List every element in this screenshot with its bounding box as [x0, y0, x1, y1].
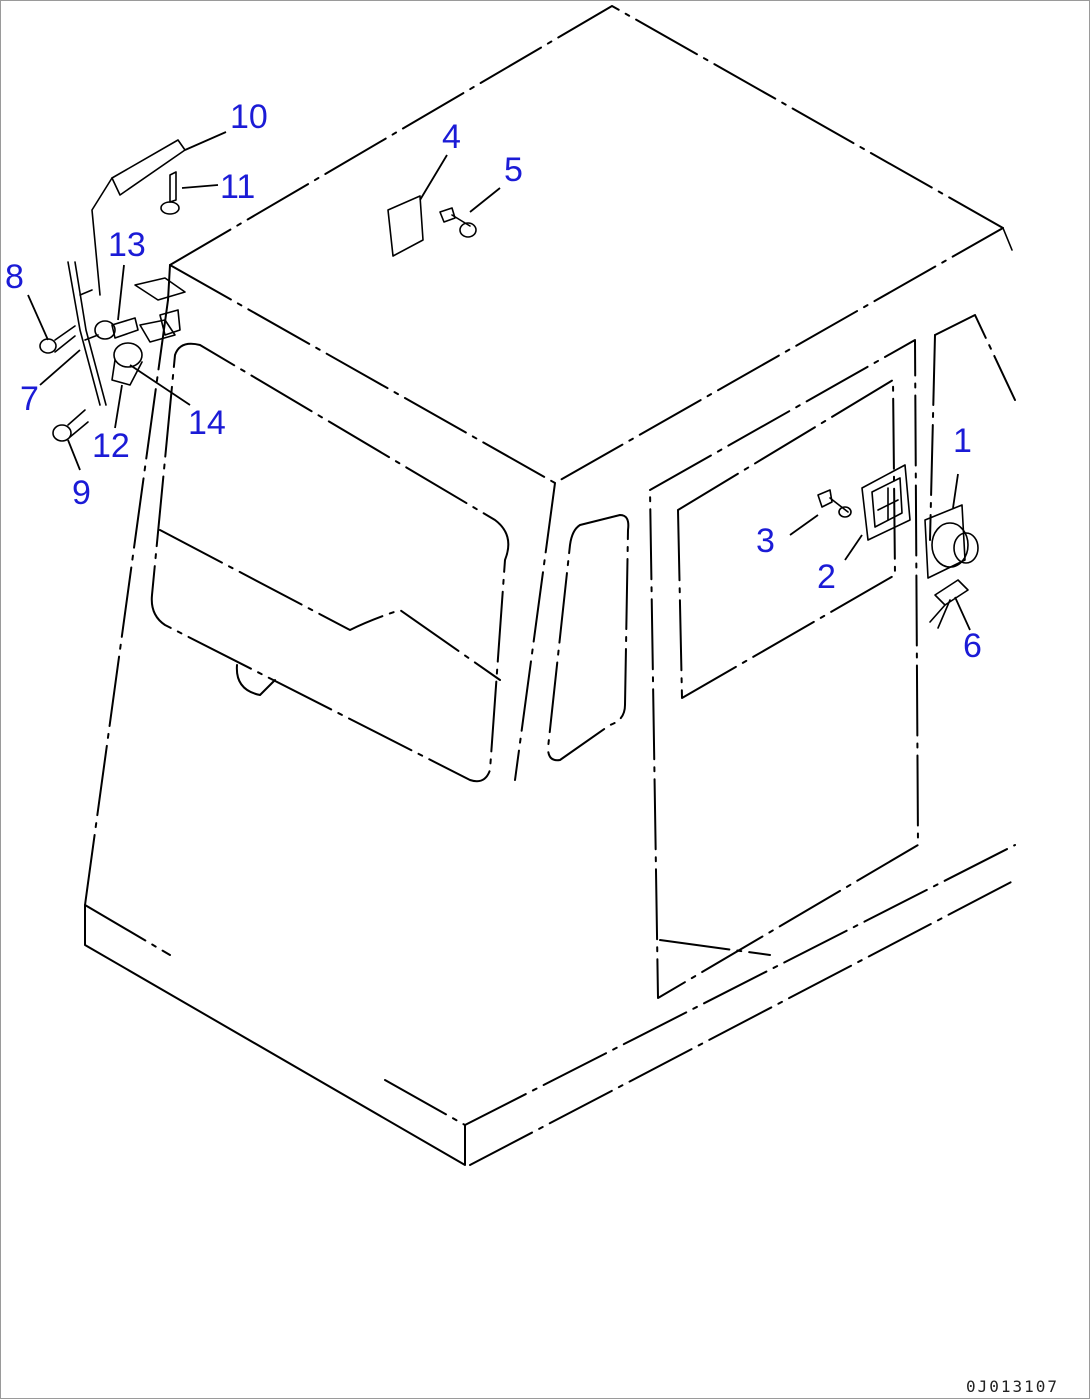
part-6-bracket [929, 579, 969, 629]
part-13-linkage [94, 317, 176, 343]
callout-10: 10 [230, 98, 268, 136]
callout-8: 8 [5, 258, 24, 296]
callout-5: 5 [504, 151, 523, 189]
part-14-bracket [134, 277, 186, 336]
part-10-wiper-blade [91, 139, 186, 296]
callout-12: 12 [92, 427, 130, 465]
callout-11: 11 [220, 168, 255, 206]
callout-7: 7 [20, 380, 39, 418]
callout-9: 9 [72, 474, 91, 512]
callouts: 1 2 3 4 5 6 7 8 9 10 11 12 13 14 [5, 98, 982, 665]
callout-1: 1 [953, 422, 972, 460]
part-12-wiper-motor [111, 342, 143, 386]
part-1-speaker [924, 504, 979, 579]
callout-13: 13 [108, 226, 146, 264]
part-2-cover-plate [861, 464, 911, 541]
callout-3: 3 [756, 522, 775, 560]
part-9-nut [52, 409, 89, 442]
part-4-plate [387, 195, 424, 257]
part-5-screw [439, 207, 477, 238]
part-7-wiper-arm [67, 261, 107, 406]
callout-4: 4 [442, 118, 461, 156]
cab-body [84, 5, 1016, 1166]
leader-lines [27, 131, 971, 631]
part-3-bolt [817, 489, 852, 518]
drawing-code: 0J013107 [966, 1377, 1059, 1396]
part-11-nozzle [160, 171, 180, 215]
callout-6: 6 [963, 627, 982, 665]
callout-14: 14 [188, 404, 226, 442]
part-8-nut [39, 325, 76, 354]
callout-2: 2 [817, 558, 836, 596]
